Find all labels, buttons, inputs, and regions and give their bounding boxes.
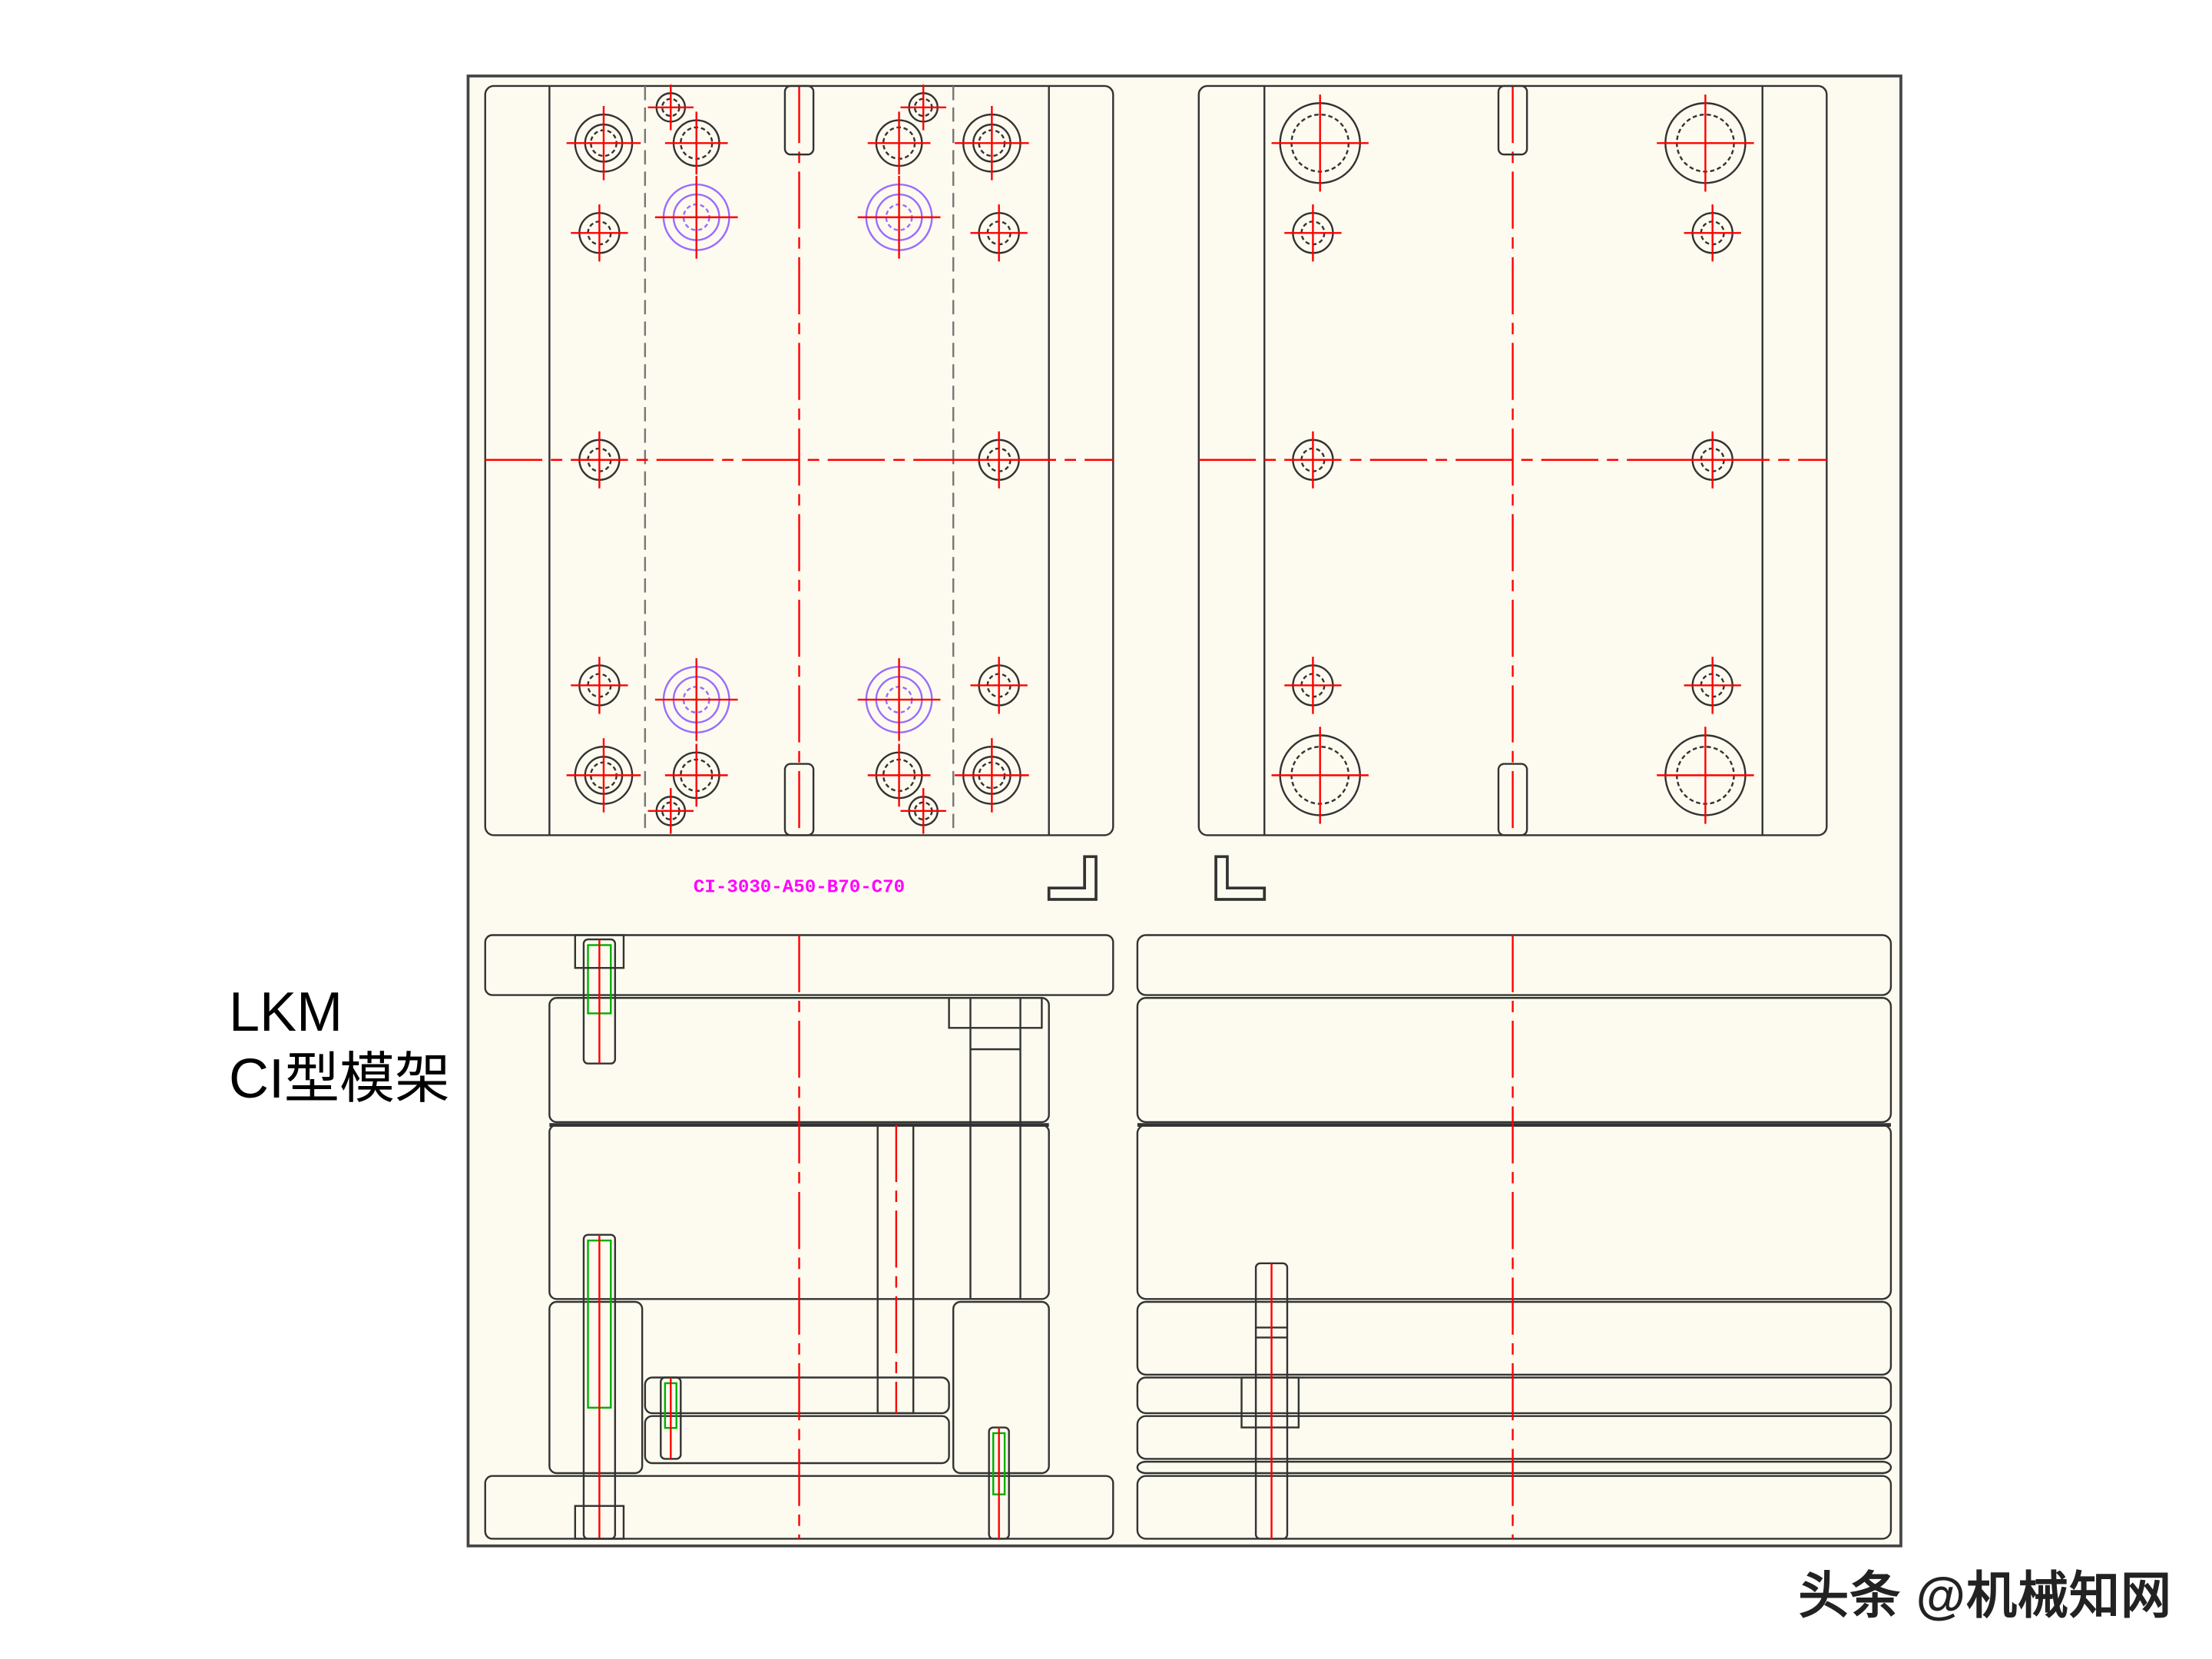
section-plate [1136,1415,1892,1460]
guide-bushing [948,997,1043,1029]
bolt-head [574,1505,625,1540]
title-brand: LKM [229,982,343,1043]
orientation-mark [1214,855,1267,901]
section-plate [644,1415,950,1465]
section-plate [1136,997,1892,1124]
part-label: CI-3030-A50-B70-C70 [694,878,905,899]
section-plate [1136,1376,1892,1415]
section-plate [548,1300,644,1475]
section-plate [1136,1460,1892,1475]
support-pin [1497,84,1528,156]
drawing-frame [466,75,1902,1548]
support-pin [783,763,815,836]
watermark: 头条 @机械知网 [1798,1567,2172,1624]
title-type: CI型模架 [229,1048,451,1110]
support-pin [783,84,815,156]
orientation-mark [1047,855,1098,901]
section-plate [644,1376,950,1415]
section-plate [1136,934,1892,996]
guide-bushing [1240,1376,1300,1429]
bolt-head [574,934,625,969]
section-plate [1136,1475,1892,1540]
section-plate [1136,1300,1892,1376]
support-pin [1497,763,1528,836]
section-plate [952,1300,1050,1475]
